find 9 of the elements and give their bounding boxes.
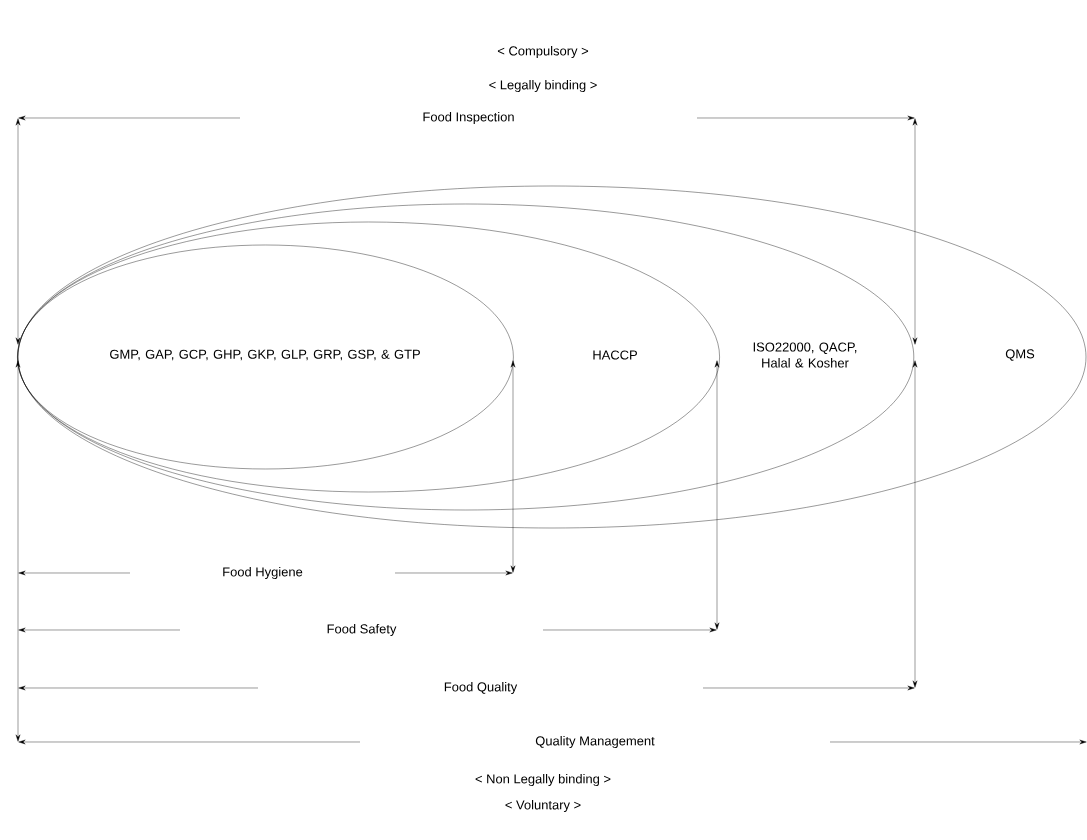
range-label: < Compulsory > <box>497 45 589 59</box>
range-label: Food Inspection <box>423 111 514 125</box>
range-label: < Voluntary > <box>505 799 581 813</box>
range-label: < Legally binding > <box>489 79 597 93</box>
range-label: < Non Legally binding > <box>475 773 611 787</box>
range-label: Quality Management <box>535 735 655 749</box>
range-label: Food Quality <box>444 681 518 695</box>
range-label: Food Safety <box>327 623 397 637</box>
range-label: Food Hygiene <box>223 566 303 580</box>
